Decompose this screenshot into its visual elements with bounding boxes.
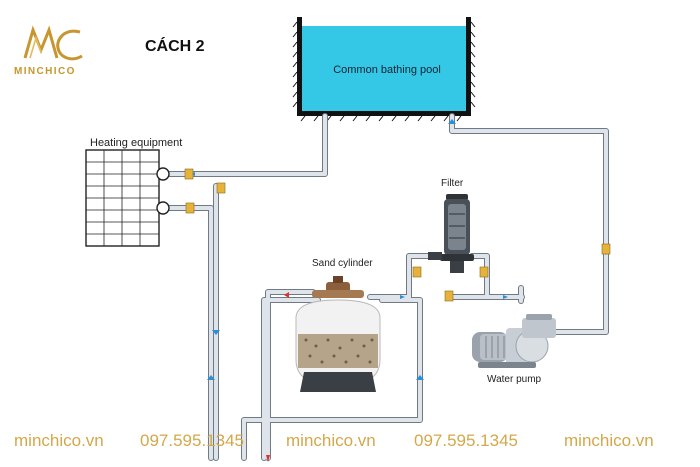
heating-equipment-label: Heating equipment (90, 137, 183, 149)
flow-arrows-red (266, 292, 289, 462)
brand-name: MINCHICO (14, 66, 76, 77)
footer-website: minchico.vn (564, 431, 654, 450)
heating-equipment (85, 149, 170, 247)
footer-phone: 097.595.1345 (414, 431, 518, 450)
filter (428, 194, 474, 273)
page-title: CÁCH 2 (145, 38, 205, 55)
minchico-logo (23, 25, 83, 61)
filter-label: Filter (441, 178, 464, 189)
water-pump-label: Water pump (487, 374, 542, 385)
footer-website: minchico.vn (14, 431, 104, 450)
sand-cylinder-label: Sand cylinder (312, 258, 373, 269)
piping (163, 113, 609, 461)
water-pump (472, 314, 556, 368)
pool-label: Common bathing pool (333, 64, 441, 76)
footer-phone: 097.595.1345 (140, 431, 244, 450)
sand-cylinder (295, 276, 381, 392)
footer-website: minchico.vn (286, 431, 376, 450)
footer-watermark: minchico.vn 097.595.1345 minchico.vn 097… (0, 428, 700, 454)
pool (292, 17, 476, 122)
valves (184, 168, 611, 302)
